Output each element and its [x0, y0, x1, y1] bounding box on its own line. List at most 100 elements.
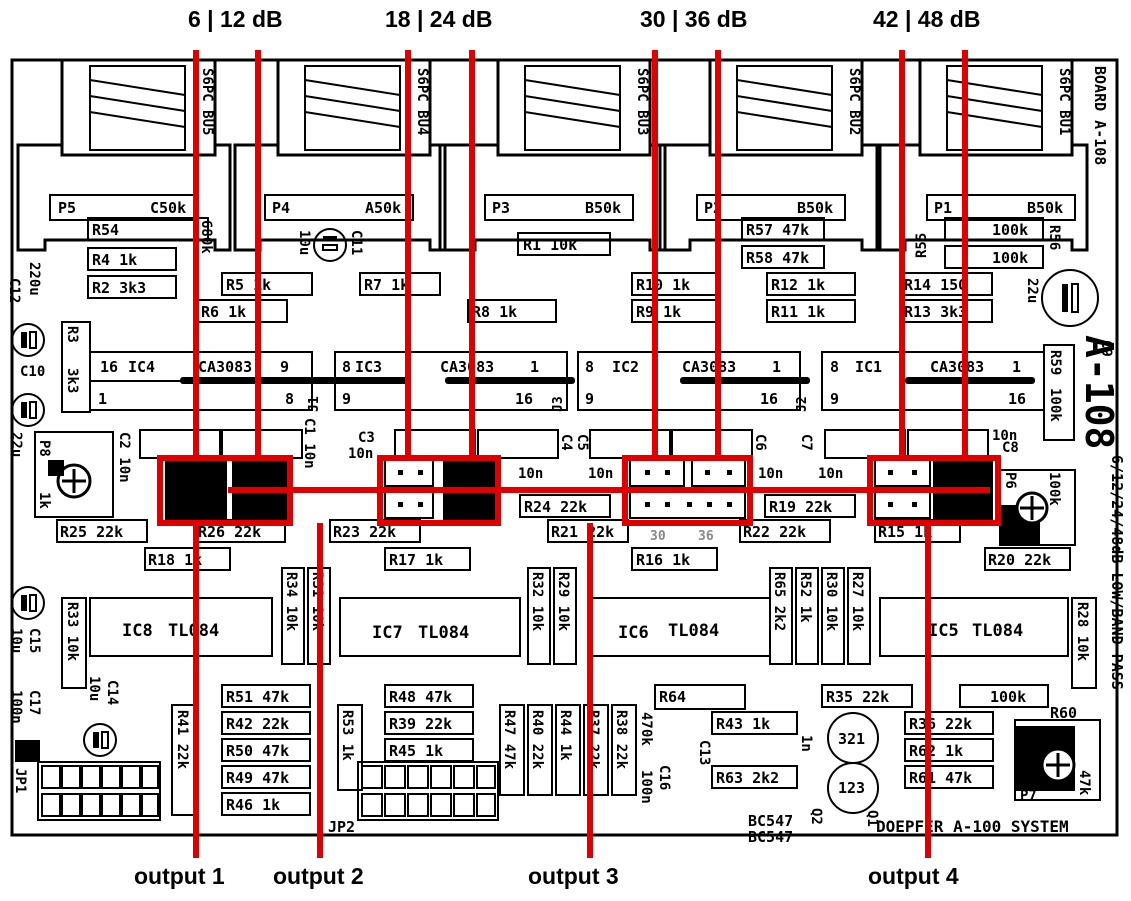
- top-label-6-12db: 6 | 12 dB: [188, 6, 283, 32]
- label-r52: R52 1k: [797, 572, 813, 623]
- label-r8: R8 1k: [472, 303, 517, 321]
- label-r15: R15 1k: [878, 523, 932, 541]
- label-r64-value: 470k: [638, 712, 654, 746]
- label-r65: R65 2k2: [771, 572, 787, 631]
- label-c4: C4: [558, 434, 574, 451]
- jumper-label-30: 30: [650, 529, 666, 544]
- header-jp1: JP1: [12, 761, 161, 821]
- label-r25: R25 22k: [60, 523, 123, 541]
- ic7-type: TL084: [418, 623, 469, 643]
- label-c17: C17: [26, 690, 42, 715]
- label-r3-value: 3k3: [64, 368, 80, 393]
- ic3-pin16: 16: [515, 390, 533, 408]
- ic2-pin16: 16: [760, 390, 778, 408]
- board-name-large: A-108: [1077, 335, 1121, 449]
- label-c3-value: 10n: [348, 446, 373, 462]
- ic2-pin1: 1: [772, 358, 781, 376]
- ic4-pin16: 16: [100, 358, 118, 376]
- ic5-type: TL084: [972, 621, 1023, 641]
- label-r1: R1 10k: [523, 236, 577, 254]
- label-r34: R34 10k: [283, 572, 299, 632]
- capacitor-c15: C15 10u: [8, 586, 45, 653]
- label-c4-value: 10n: [518, 466, 543, 482]
- capacitor-c9: C9 22u: [1024, 269, 1114, 357]
- resistor-group-bottom: [171, 684, 1049, 816]
- label-r36: R36 22k: [909, 715, 972, 733]
- label-c15-value: 10u: [8, 628, 24, 653]
- label-c8-value: 10n: [992, 428, 1017, 444]
- label-r35: R35 22k: [826, 688, 889, 706]
- trimmer-p7: P7 47k: [1014, 719, 1101, 804]
- label-c12: C12: [6, 278, 22, 303]
- label-c9: C9: [1098, 340, 1114, 357]
- jumper-label-36: 36: [698, 529, 714, 544]
- capacitor-c12: C12 220u: [6, 262, 45, 357]
- svg-text:321: 321: [838, 730, 865, 748]
- ic3-pin8: 8: [342, 358, 351, 376]
- label-r50: R50 47k: [226, 742, 289, 760]
- pot-p5-value: C50k: [150, 199, 186, 217]
- label-output-2: output 2: [273, 863, 364, 889]
- label-r24: R24 22k: [524, 498, 587, 516]
- filter-description: 6/12/24/48dB LOW/BAND PASS: [1108, 455, 1126, 690]
- label-r16: R16 1k: [636, 551, 690, 569]
- resistor-group-top: [87, 217, 1044, 323]
- label-jp2: JP2: [328, 818, 355, 836]
- pot-p4-value: A50k: [365, 199, 401, 217]
- ic3-pin1: 1: [530, 358, 539, 376]
- capacitor-c14: C14 10u: [83, 676, 120, 757]
- label-c11-value: 10u: [296, 230, 312, 255]
- label-r33: R33 10k: [64, 602, 80, 662]
- label-r40: R40 22k: [529, 710, 545, 770]
- label-p6: P6: [1002, 472, 1018, 489]
- ic1-name: IC1: [855, 358, 882, 376]
- label-r55: R55: [914, 233, 930, 258]
- top-label-42-48db: 42 | 48 dB: [873, 6, 981, 32]
- ic1-pin16: 16: [1008, 390, 1026, 408]
- label-r28: R28 10k: [1074, 602, 1090, 662]
- label-r44: R44 1k: [557, 710, 573, 761]
- label-c2: C2 10n: [116, 432, 132, 483]
- label-p7: P7: [1020, 788, 1037, 804]
- label-r42: R42 22k: [226, 715, 289, 733]
- highlight-overlay: [157, 50, 1001, 858]
- label-r22: R22 22k: [743, 523, 806, 541]
- pot-p1-value: B50k: [1027, 199, 1063, 217]
- pot-p3-value: B50k: [585, 199, 621, 217]
- label-j1: J1: [307, 396, 322, 412]
- label-r63: R63 2k2: [716, 769, 779, 787]
- label-c3: C3: [358, 430, 375, 446]
- label-p8-value: 1k: [36, 492, 52, 509]
- label-c7-value: 10n: [818, 466, 843, 482]
- label-r62: R62 1k: [909, 742, 963, 760]
- label-c15: C15: [26, 628, 42, 653]
- label-r10: R10 1k: [636, 276, 690, 294]
- label-output-1: output 1: [134, 863, 225, 889]
- pot-p3-name: P3: [492, 199, 510, 217]
- label-r64: R64: [659, 688, 686, 706]
- system-label: DOEPFER A-100 SYSTEM: [876, 817, 1069, 836]
- socket-bu2: S6PC BU2: [846, 68, 862, 135]
- top-label-30-36db: 30 | 36 dB: [640, 6, 748, 32]
- ic4-pin8: 8: [285, 390, 294, 408]
- label-r59: R59: [1047, 350, 1063, 375]
- ic2-type: CA3083: [682, 358, 736, 376]
- ic1-pin9: 9: [830, 390, 839, 408]
- label-r14: R14 150: [904, 276, 967, 294]
- label-c5-value: 10n: [588, 466, 613, 482]
- label-c17-value: 100n: [8, 690, 24, 724]
- label-r13: R13 3k3: [904, 303, 967, 321]
- ic3-type: CA3083: [440, 358, 494, 376]
- ic4-name: IC4: [128, 358, 155, 376]
- label-r51: R51 47k: [226, 688, 289, 706]
- label-r29: R29 10k: [555, 572, 571, 632]
- label-r54: R54: [92, 221, 119, 239]
- ic3-name: IC3: [355, 358, 382, 376]
- label-680k: 680k: [198, 220, 214, 254]
- label-c1: C1 10n: [301, 418, 317, 469]
- label-r38: R38 22k: [613, 710, 629, 770]
- label-j3: J3: [551, 396, 566, 412]
- label-c16-value: 100n: [638, 770, 654, 804]
- ic8-name: IC8: [122, 621, 153, 641]
- pot-p5-name: P5: [58, 199, 76, 217]
